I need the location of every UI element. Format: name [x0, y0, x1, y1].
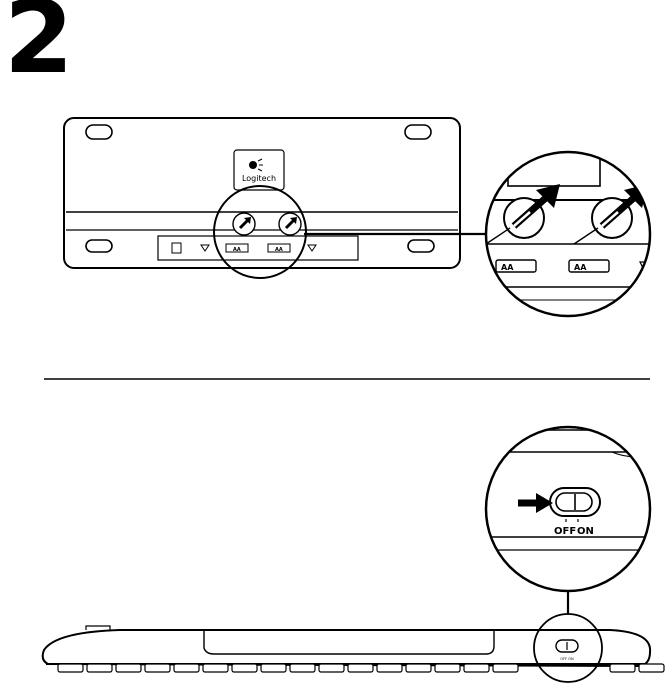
rubber-foot — [407, 239, 435, 253]
magnifier-circle — [533, 613, 603, 683]
battery-icon — [568, 259, 610, 273]
key-cap — [638, 663, 665, 673]
magnifier-circle — [213, 185, 307, 279]
key-cap — [609, 663, 636, 673]
switch-zoom: OFF ON — [484, 425, 652, 614]
key-cap — [115, 663, 142, 673]
key-cap — [260, 663, 287, 673]
brand-label: Logitech — [242, 174, 276, 183]
svg-text:AA: AA — [233, 247, 241, 253]
key-cap — [231, 663, 258, 673]
on-label: ON — [577, 526, 594, 537]
svg-text:AA: AA — [275, 247, 283, 253]
arrow-icon — [511, 184, 560, 229]
arrow-icon — [284, 217, 297, 230]
key-cap — [289, 663, 316, 673]
off-label: OFF — [554, 526, 576, 537]
key-cap — [434, 663, 461, 673]
keyboard-bottom-view: Logitech AA AA — [63, 117, 487, 279]
triangle-icon — [307, 244, 317, 252]
step-number: 2 — [4, 0, 74, 96]
key-cap — [376, 663, 403, 673]
key-cap — [173, 663, 200, 673]
key-cap — [463, 663, 490, 673]
key-cap — [405, 663, 432, 673]
battery-release-zoom: AA AA — [484, 150, 652, 318]
key-cap — [86, 663, 113, 673]
arrow-icon — [518, 493, 553, 513]
key-cap — [144, 663, 171, 673]
battery-compartment-icon — [171, 242, 182, 254]
triangle-icon — [200, 244, 210, 252]
svg-text:AA: AA — [501, 263, 514, 272]
arrow-icon — [238, 217, 251, 230]
keyboard-side-view: OFF ON — [41, 613, 665, 683]
rubber-foot — [404, 124, 432, 140]
battery-icon — [495, 259, 537, 273]
key-cap — [318, 663, 345, 673]
key-cap — [202, 663, 229, 673]
svg-text:AA: AA — [574, 263, 587, 272]
battery-icon — [225, 243, 249, 253]
key-cap — [57, 663, 84, 673]
key-cap — [492, 663, 519, 673]
switch-small-label: OFF ON — [560, 657, 574, 661]
key-row — [57, 663, 665, 673]
key-cap — [347, 663, 374, 673]
battery-icon — [267, 243, 291, 253]
rubber-foot — [85, 239, 113, 253]
rubber-foot — [85, 124, 113, 140]
